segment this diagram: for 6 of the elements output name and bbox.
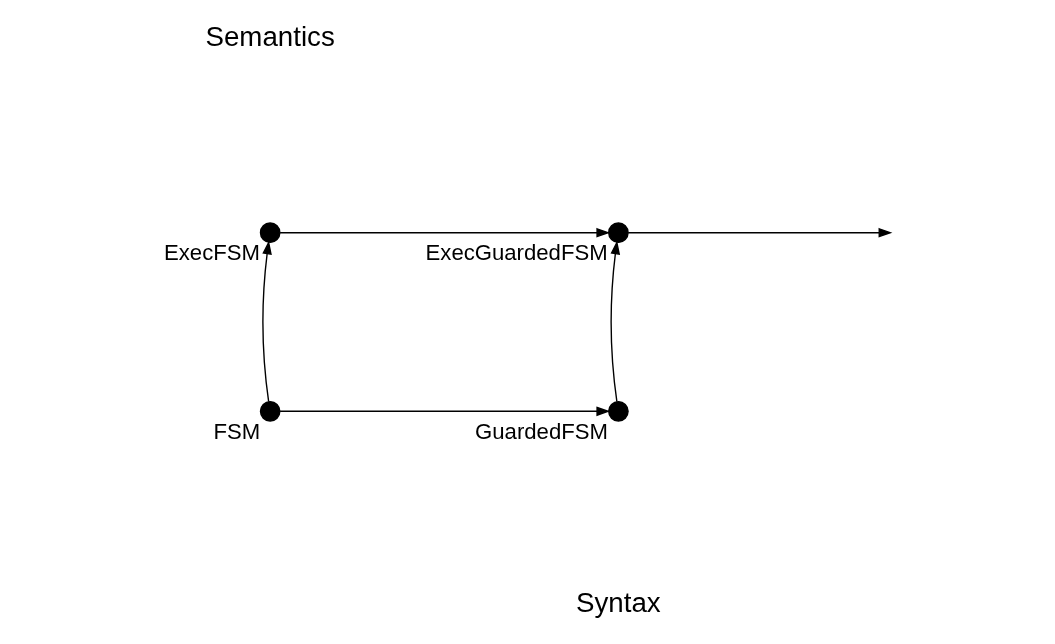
label: Syntax — [576, 587, 661, 619]
node-label: ExecFSM — [164, 240, 260, 266]
node-label: GuardedFSM — [475, 418, 608, 444]
label: Semantics — [205, 20, 335, 52]
node-label: FSM — [213, 418, 261, 444]
node-label: ExecGuardedFSM — [425, 240, 608, 266]
